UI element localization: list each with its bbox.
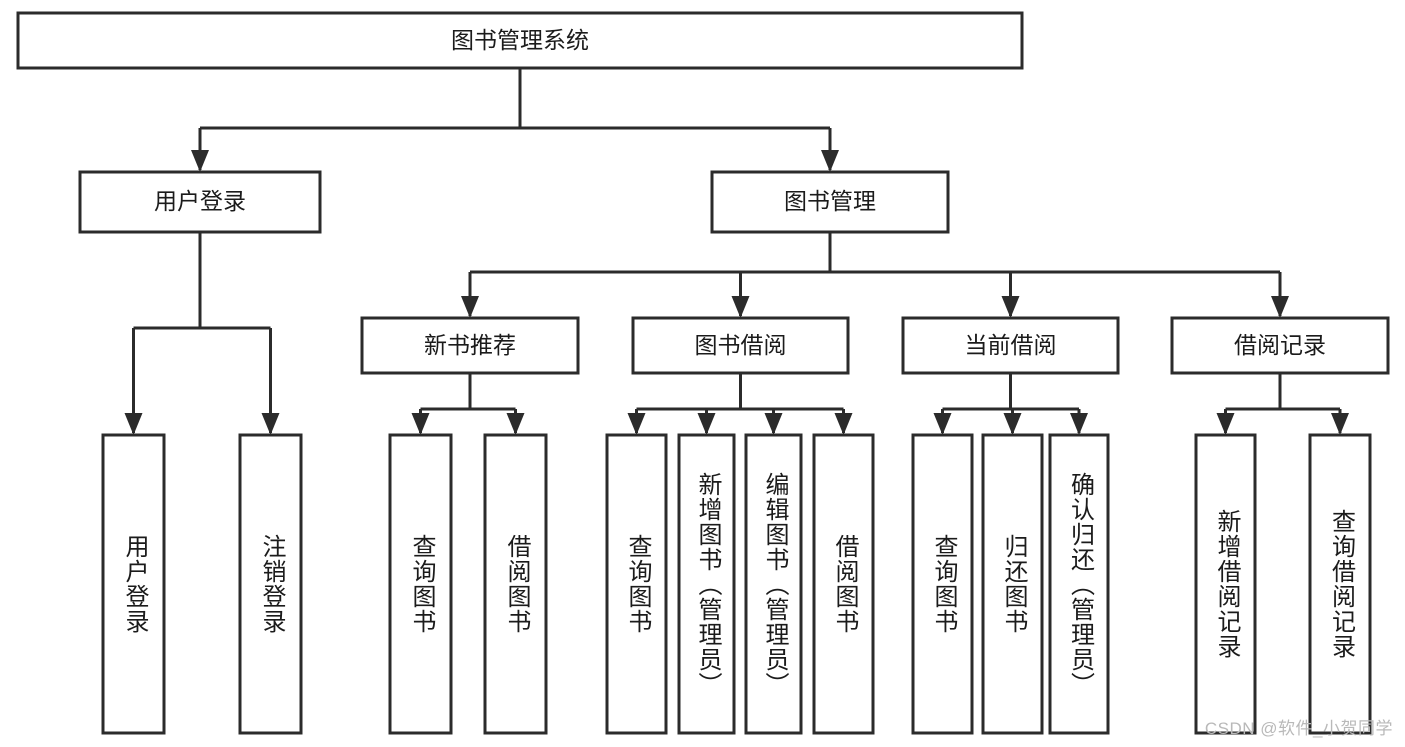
arrowhead-leaf-query-book-borrow [627,413,646,435]
node-box-current-borrow [901,316,1120,375]
arrowhead-current-borrow [1001,296,1020,318]
node-box-leaf-logout [238,433,303,735]
arrowhead-borrow-record [1271,296,1289,318]
arrowhead-leaf-logout [261,413,280,435]
node-box-layer [16,11,1390,735]
node-box-leaf-edit-book [744,433,803,735]
node-box-leaf-query-book-borrow [605,433,668,735]
arrowhead-leaf-borrow-book [834,413,853,435]
arrowhead-book-borrow [731,296,750,318]
arrowhead-user-login [191,150,209,172]
arrowhead-leaf-query-record [1331,413,1349,435]
node-box-book-borrow [631,316,850,375]
node-box-book-manage [710,170,950,234]
arrowhead-leaf-query-book-rec [411,413,430,435]
arrowhead-leaf-edit-book [764,413,783,435]
node-box-user-login [78,170,322,234]
arrowhead-book-manage [821,150,839,172]
node-box-root [16,11,1024,70]
node-box-leaf-query-record [1308,433,1372,735]
arrowhead-leaf-return-book [1003,413,1022,435]
arrowhead-leaf-user-login [124,413,143,435]
arrowhead-leaf-confirm-return [1070,413,1088,435]
node-box-leaf-add-book [677,433,736,735]
arrowhead-leaf-add-record [1216,413,1235,435]
edge-layer [124,68,1349,435]
node-box-leaf-borrow-book [812,433,875,735]
node-box-leaf-return-book [981,433,1044,735]
arrowhead-leaf-add-book [697,413,716,435]
node-box-new-book-rec [360,316,580,375]
arrowhead-leaf-query-book-cur [933,413,952,435]
arrowhead-new-book-rec [461,296,479,318]
node-box-leaf-query-book-cur [911,433,974,735]
node-box-leaf-confirm-return [1048,433,1110,735]
node-box-leaf-borrow-book-rec [483,433,548,735]
node-box-borrow-record [1170,316,1390,375]
watermark: CSDN @软件_小贺同学 [1204,719,1393,738]
node-box-leaf-user-login [101,433,166,735]
arrowhead-leaf-borrow-book-rec [506,413,525,435]
node-box-leaf-add-record [1194,433,1257,735]
node-box-leaf-query-book-rec [388,433,453,735]
